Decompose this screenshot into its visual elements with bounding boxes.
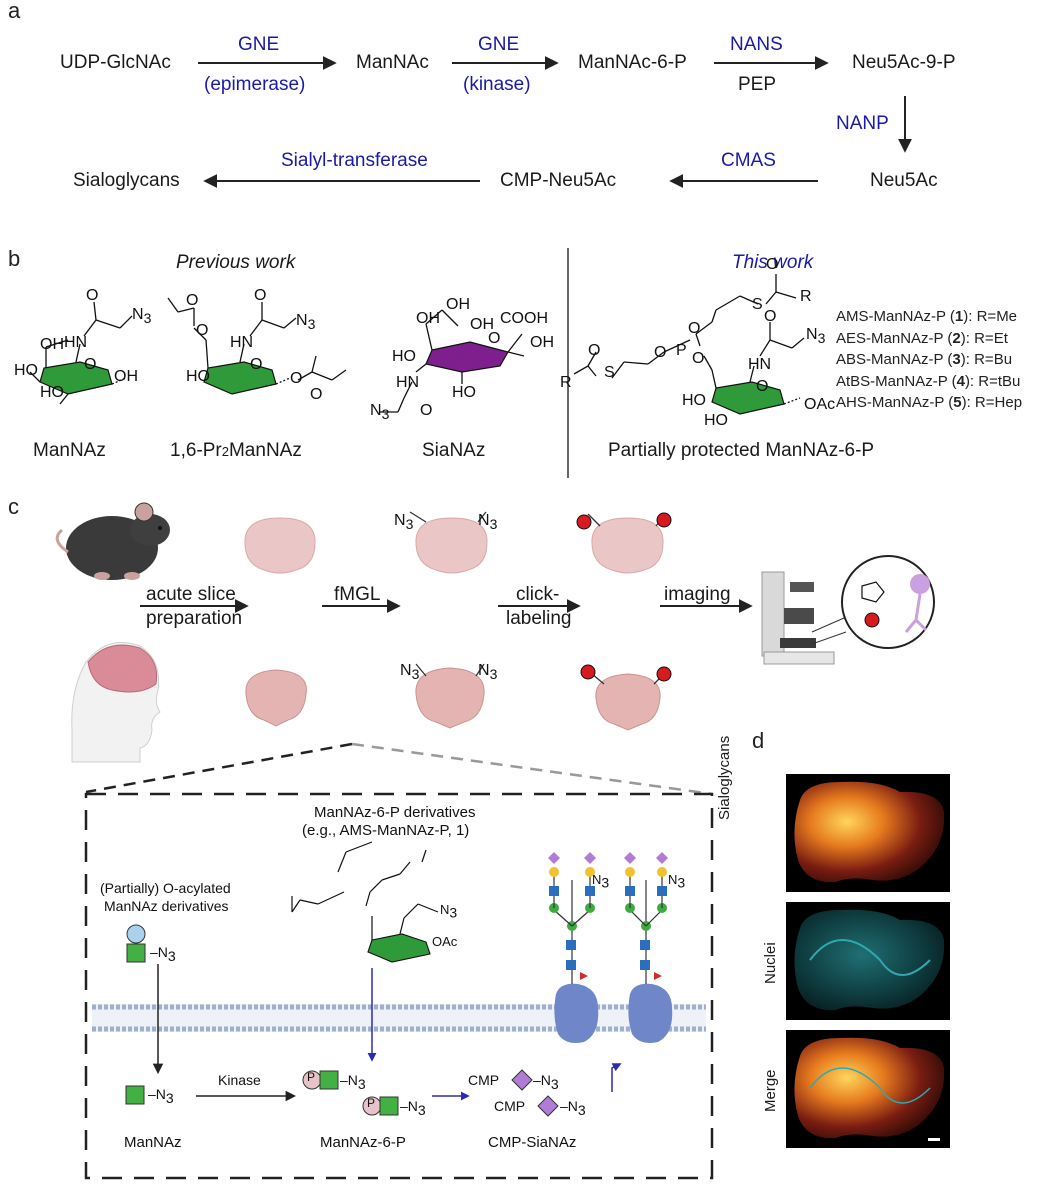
- row-label-sialoglycans: Sialoglycans: [716, 735, 733, 820]
- partially-protected-name: Partially protected ManNAz-6-P: [608, 440, 875, 461]
- step-imaging: imaging: [664, 584, 731, 605]
- inset-box: [84, 792, 714, 1180]
- row-label-merge: Merge: [762, 1069, 779, 1112]
- cmas-label: CMAS: [721, 150, 776, 171]
- pr2-mannaz-name: 1,6-Pr2ManNAz: [170, 440, 302, 461]
- cmp-label: CMP: [494, 1098, 526, 1114]
- step-click-2: labeling: [506, 608, 572, 629]
- cmp-label: CMP: [468, 1072, 500, 1088]
- mannaz-structure: [29, 301, 133, 405]
- pep-label: PEP: [738, 74, 777, 95]
- pr2-mannaz-structure: [167, 297, 347, 395]
- mouse-slice-3: [576, 512, 672, 574]
- mannac-label: ManNAc: [356, 52, 429, 73]
- ams-mannaz-p-structure: [291, 841, 439, 963]
- mannac-6-p-label: ManNAc-6-P: [578, 52, 687, 73]
- inset-title-2: (e.g., AMS-ManNAz-P, 1): [302, 822, 470, 839]
- gne-kinase-label: GNE: [478, 34, 520, 55]
- human-slice-3: [580, 664, 672, 731]
- step-click-1: click-: [516, 584, 560, 605]
- inset-title-1: ManNAz-6-P derivatives: [314, 804, 476, 821]
- step-slice-prep-2: preparation: [146, 608, 243, 629]
- derivative-5: AHS-ManNAz-P (5): R=Hep: [836, 394, 1023, 411]
- mannaz-inset-label: ManNAz: [124, 1134, 182, 1151]
- sialoglycans-image: [786, 774, 950, 892]
- derivative-1: AMS-ManNAz-P (1): R=Me: [836, 308, 1018, 325]
- step-fmgl: fMGL: [334, 584, 381, 605]
- azide-label: N3: [478, 662, 498, 683]
- human-head-illustration: [71, 641, 161, 763]
- acyl-circle: [126, 924, 146, 944]
- nanp-label: NANP: [836, 113, 889, 134]
- panel-label-d: d: [752, 728, 765, 753]
- zoom-circle: [811, 555, 935, 649]
- human-slice-2: [415, 663, 485, 729]
- cmp-neu5ac-label: CMP-Neu5Ac: [500, 170, 617, 191]
- azide-label: N3: [400, 662, 420, 683]
- mannaz-square-top: [126, 943, 146, 963]
- derivative-4: AtBS-ManNAz-P (4): R=tBu: [836, 372, 1021, 390]
- previous-work-heading: Previous work: [176, 252, 296, 273]
- mouse-illustration: [55, 502, 170, 580]
- epimerase-label: (epimerase): [204, 74, 306, 95]
- mannaz-6-p-inset-label: ManNAz-6-P: [320, 1134, 406, 1151]
- kinase-step-label: Kinase: [218, 1072, 261, 1088]
- neu5ac-label: Neu5Ac: [870, 170, 938, 191]
- mannaz-name: ManNAz: [33, 440, 106, 461]
- sialyltransferase-label: Sialyl-transferase: [281, 150, 428, 171]
- kinase-label: (kinase): [463, 74, 531, 95]
- derivative-3: ABS-ManNAz-P (3): R=Bu: [836, 351, 1013, 368]
- oacyl-label-1: (Partially) O-acylated: [100, 880, 231, 896]
- merge-image: [786, 1030, 950, 1148]
- gne-epimerase-label: GNE: [238, 34, 280, 55]
- oacyl-label-2: ManNAz derivatives: [104, 898, 229, 914]
- azide-label: N3: [394, 512, 414, 533]
- derivative-list: AMS-ManNAz-P (1): R=Me AES-ManNAz-P (2):…: [836, 306, 1022, 414]
- udp-glcnac-label: UDP-GlcNAc: [60, 52, 171, 73]
- derivative-2: AES-ManNAz-P (2): R=Et: [836, 329, 1008, 347]
- panel-label-a: a: [8, 0, 21, 23]
- sianaz-structure: [380, 309, 525, 413]
- azide-label: N3: [478, 512, 498, 533]
- cmp-sianaz-inset-label: CMP-SiaNAz: [488, 1134, 577, 1151]
- sialoglycans-label: Sialoglycans: [73, 170, 180, 191]
- step-slice-prep-1: acute slice: [146, 584, 236, 605]
- partially-protected-mannaz-6-p-structure: [573, 274, 805, 415]
- mannaz-square-bottom: [125, 1085, 145, 1105]
- cell-membrane: [92, 1004, 706, 1032]
- row-label-nuclei: Nuclei: [762, 942, 779, 984]
- neu5ac-9-p-label: Neu5Ac-9-P: [852, 52, 956, 73]
- glycoprotein-2: [624, 852, 673, 1043]
- this-work-heading: This work: [732, 252, 814, 273]
- glycoprotein-1: [548, 852, 599, 1043]
- sianaz-name: SiaNAz: [422, 440, 486, 461]
- nans-label: NANS: [730, 34, 783, 55]
- panel-label-c: c: [8, 494, 19, 519]
- panel-label-b: b: [8, 246, 21, 271]
- nuclei-image: [786, 902, 950, 1020]
- human-slice-1: [245, 669, 307, 727]
- mouse-slice-1: [244, 517, 316, 574]
- microscope-illustration: [761, 571, 835, 665]
- mouse-slice-2: [409, 511, 488, 574]
